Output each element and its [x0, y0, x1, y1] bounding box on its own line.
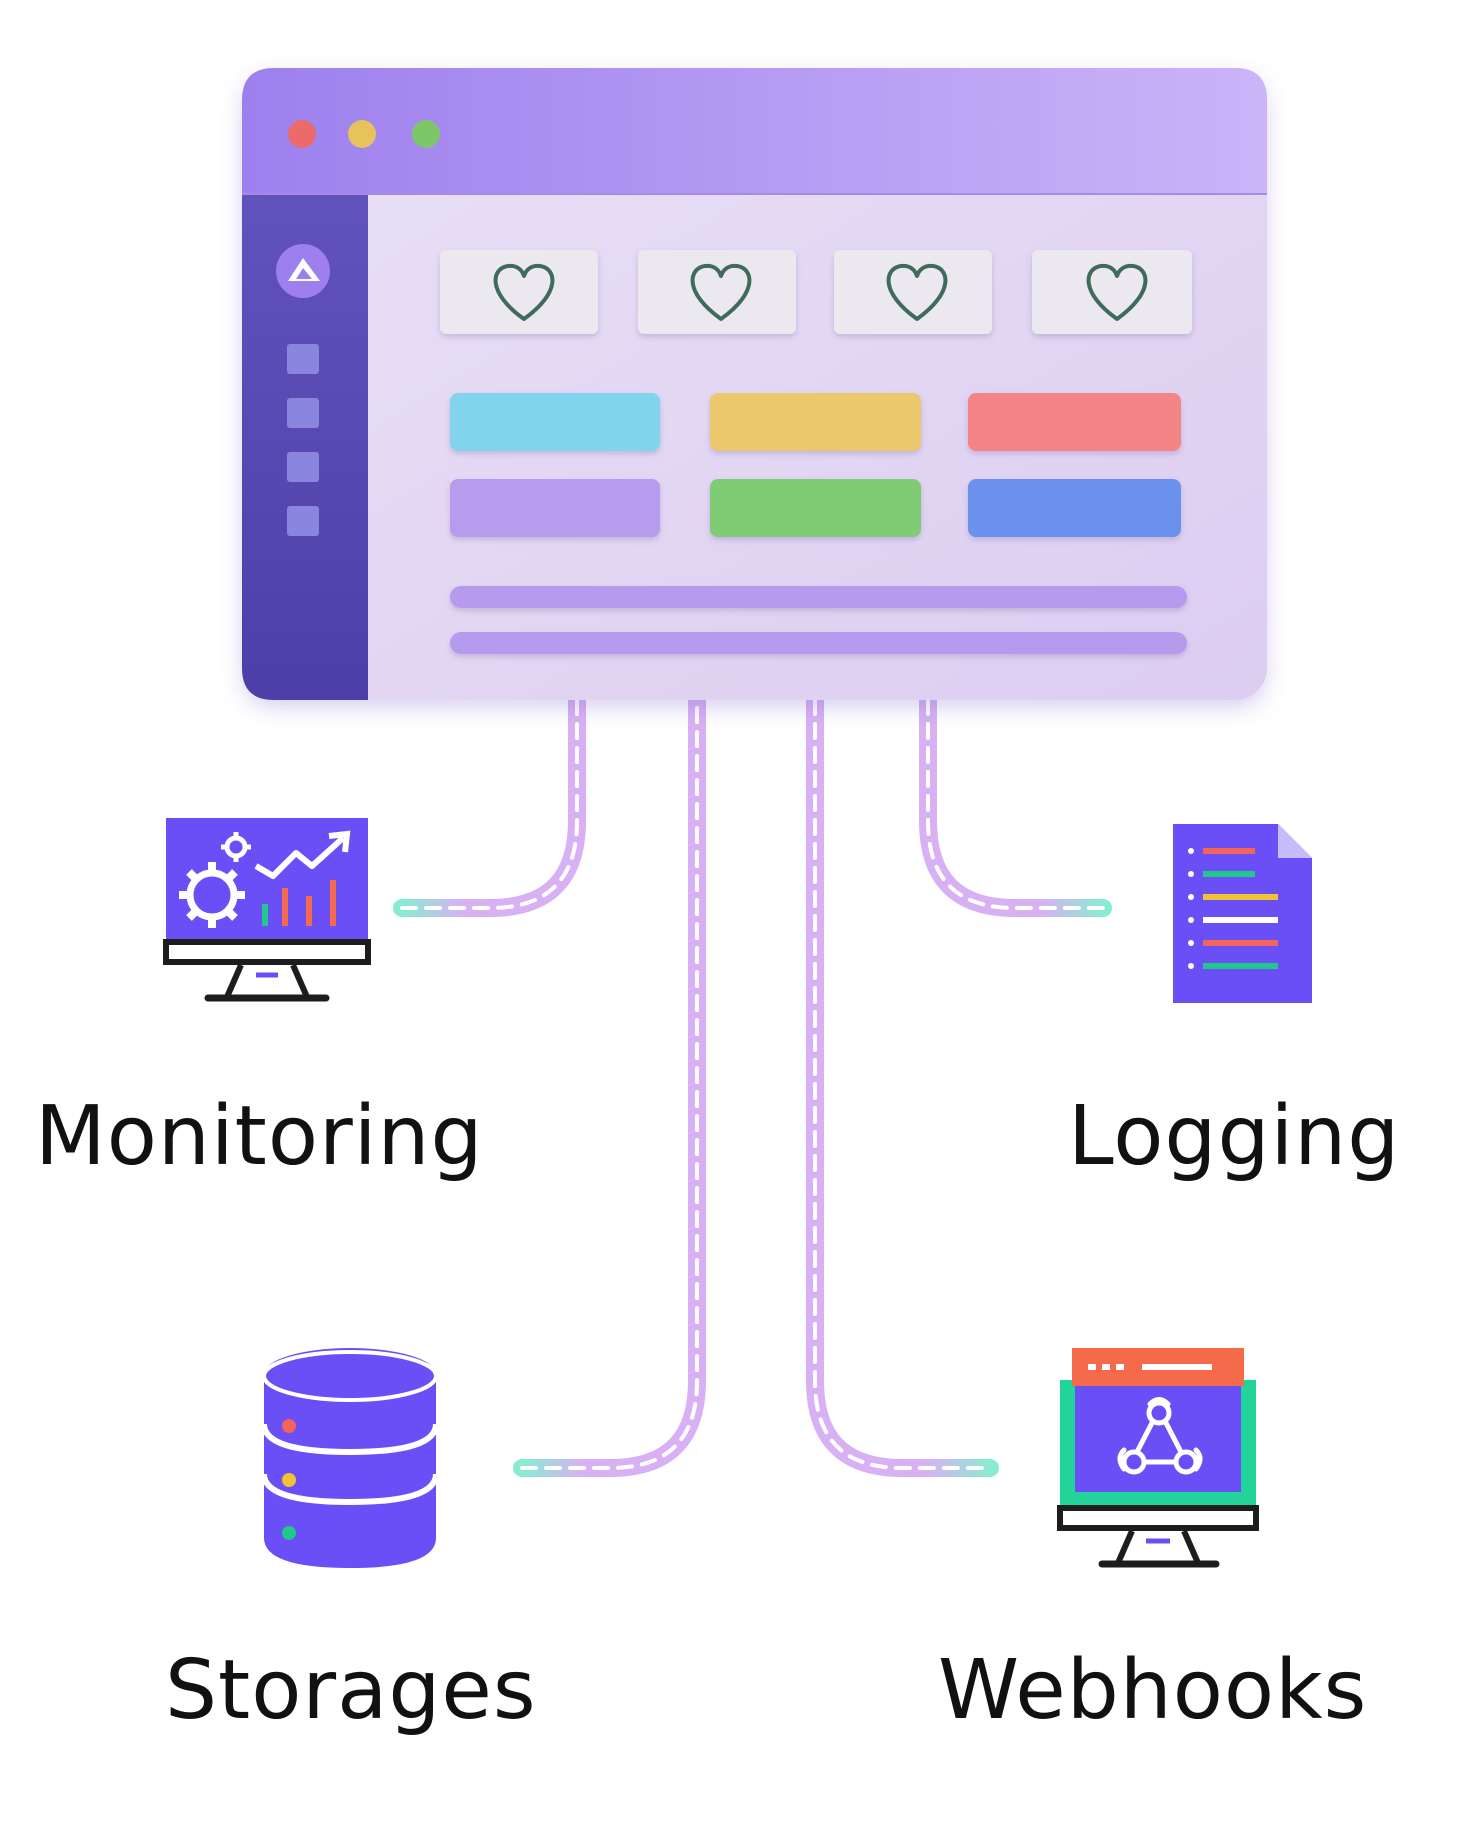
- close-dot-icon[interactable]: [288, 120, 316, 148]
- content-bar-1: [450, 586, 1187, 608]
- content-bar-2: [450, 632, 1187, 654]
- sidebar-item-2[interactable]: [287, 398, 319, 428]
- pill-cyan[interactable]: [450, 393, 660, 451]
- sidebar-item-1[interactable]: [287, 344, 319, 374]
- logging-label: Logging: [1068, 1096, 1400, 1178]
- webhooks-label: Webhooks: [938, 1650, 1367, 1732]
- pill-blue[interactable]: [968, 479, 1181, 537]
- sidebar-item-4[interactable]: [287, 506, 319, 536]
- heart-card-1[interactable]: [440, 250, 598, 334]
- database-icon: [264, 1348, 436, 1568]
- monitoring-label: Monitoring: [35, 1096, 484, 1178]
- pill-red[interactable]: [968, 393, 1181, 451]
- sidebar-item-3[interactable]: [287, 452, 319, 482]
- connector-logging: [928, 700, 1103, 908]
- app-logo-icon: [276, 244, 330, 298]
- maximize-dot-icon[interactable]: [412, 120, 440, 148]
- minimize-dot-icon[interactable]: [348, 120, 376, 148]
- heart-card-4[interactable]: [1032, 250, 1192, 334]
- connector-webhooks: [815, 700, 990, 1468]
- heart-card-3[interactable]: [834, 250, 992, 334]
- pill-yellow[interactable]: [710, 393, 921, 451]
- monitoring-dashboard-icon: [166, 818, 368, 998]
- heart-card-2[interactable]: [638, 250, 796, 334]
- pill-green[interactable]: [710, 479, 921, 537]
- webhook-monitor-icon: [1060, 1348, 1256, 1564]
- storages-label: Storages: [165, 1650, 537, 1732]
- connector-monitoring: [402, 700, 577, 908]
- title-bar: [242, 68, 1267, 195]
- log-document-icon: [1173, 824, 1312, 1003]
- connector-storages: [522, 700, 697, 1468]
- pill-purple[interactable]: [450, 479, 660, 537]
